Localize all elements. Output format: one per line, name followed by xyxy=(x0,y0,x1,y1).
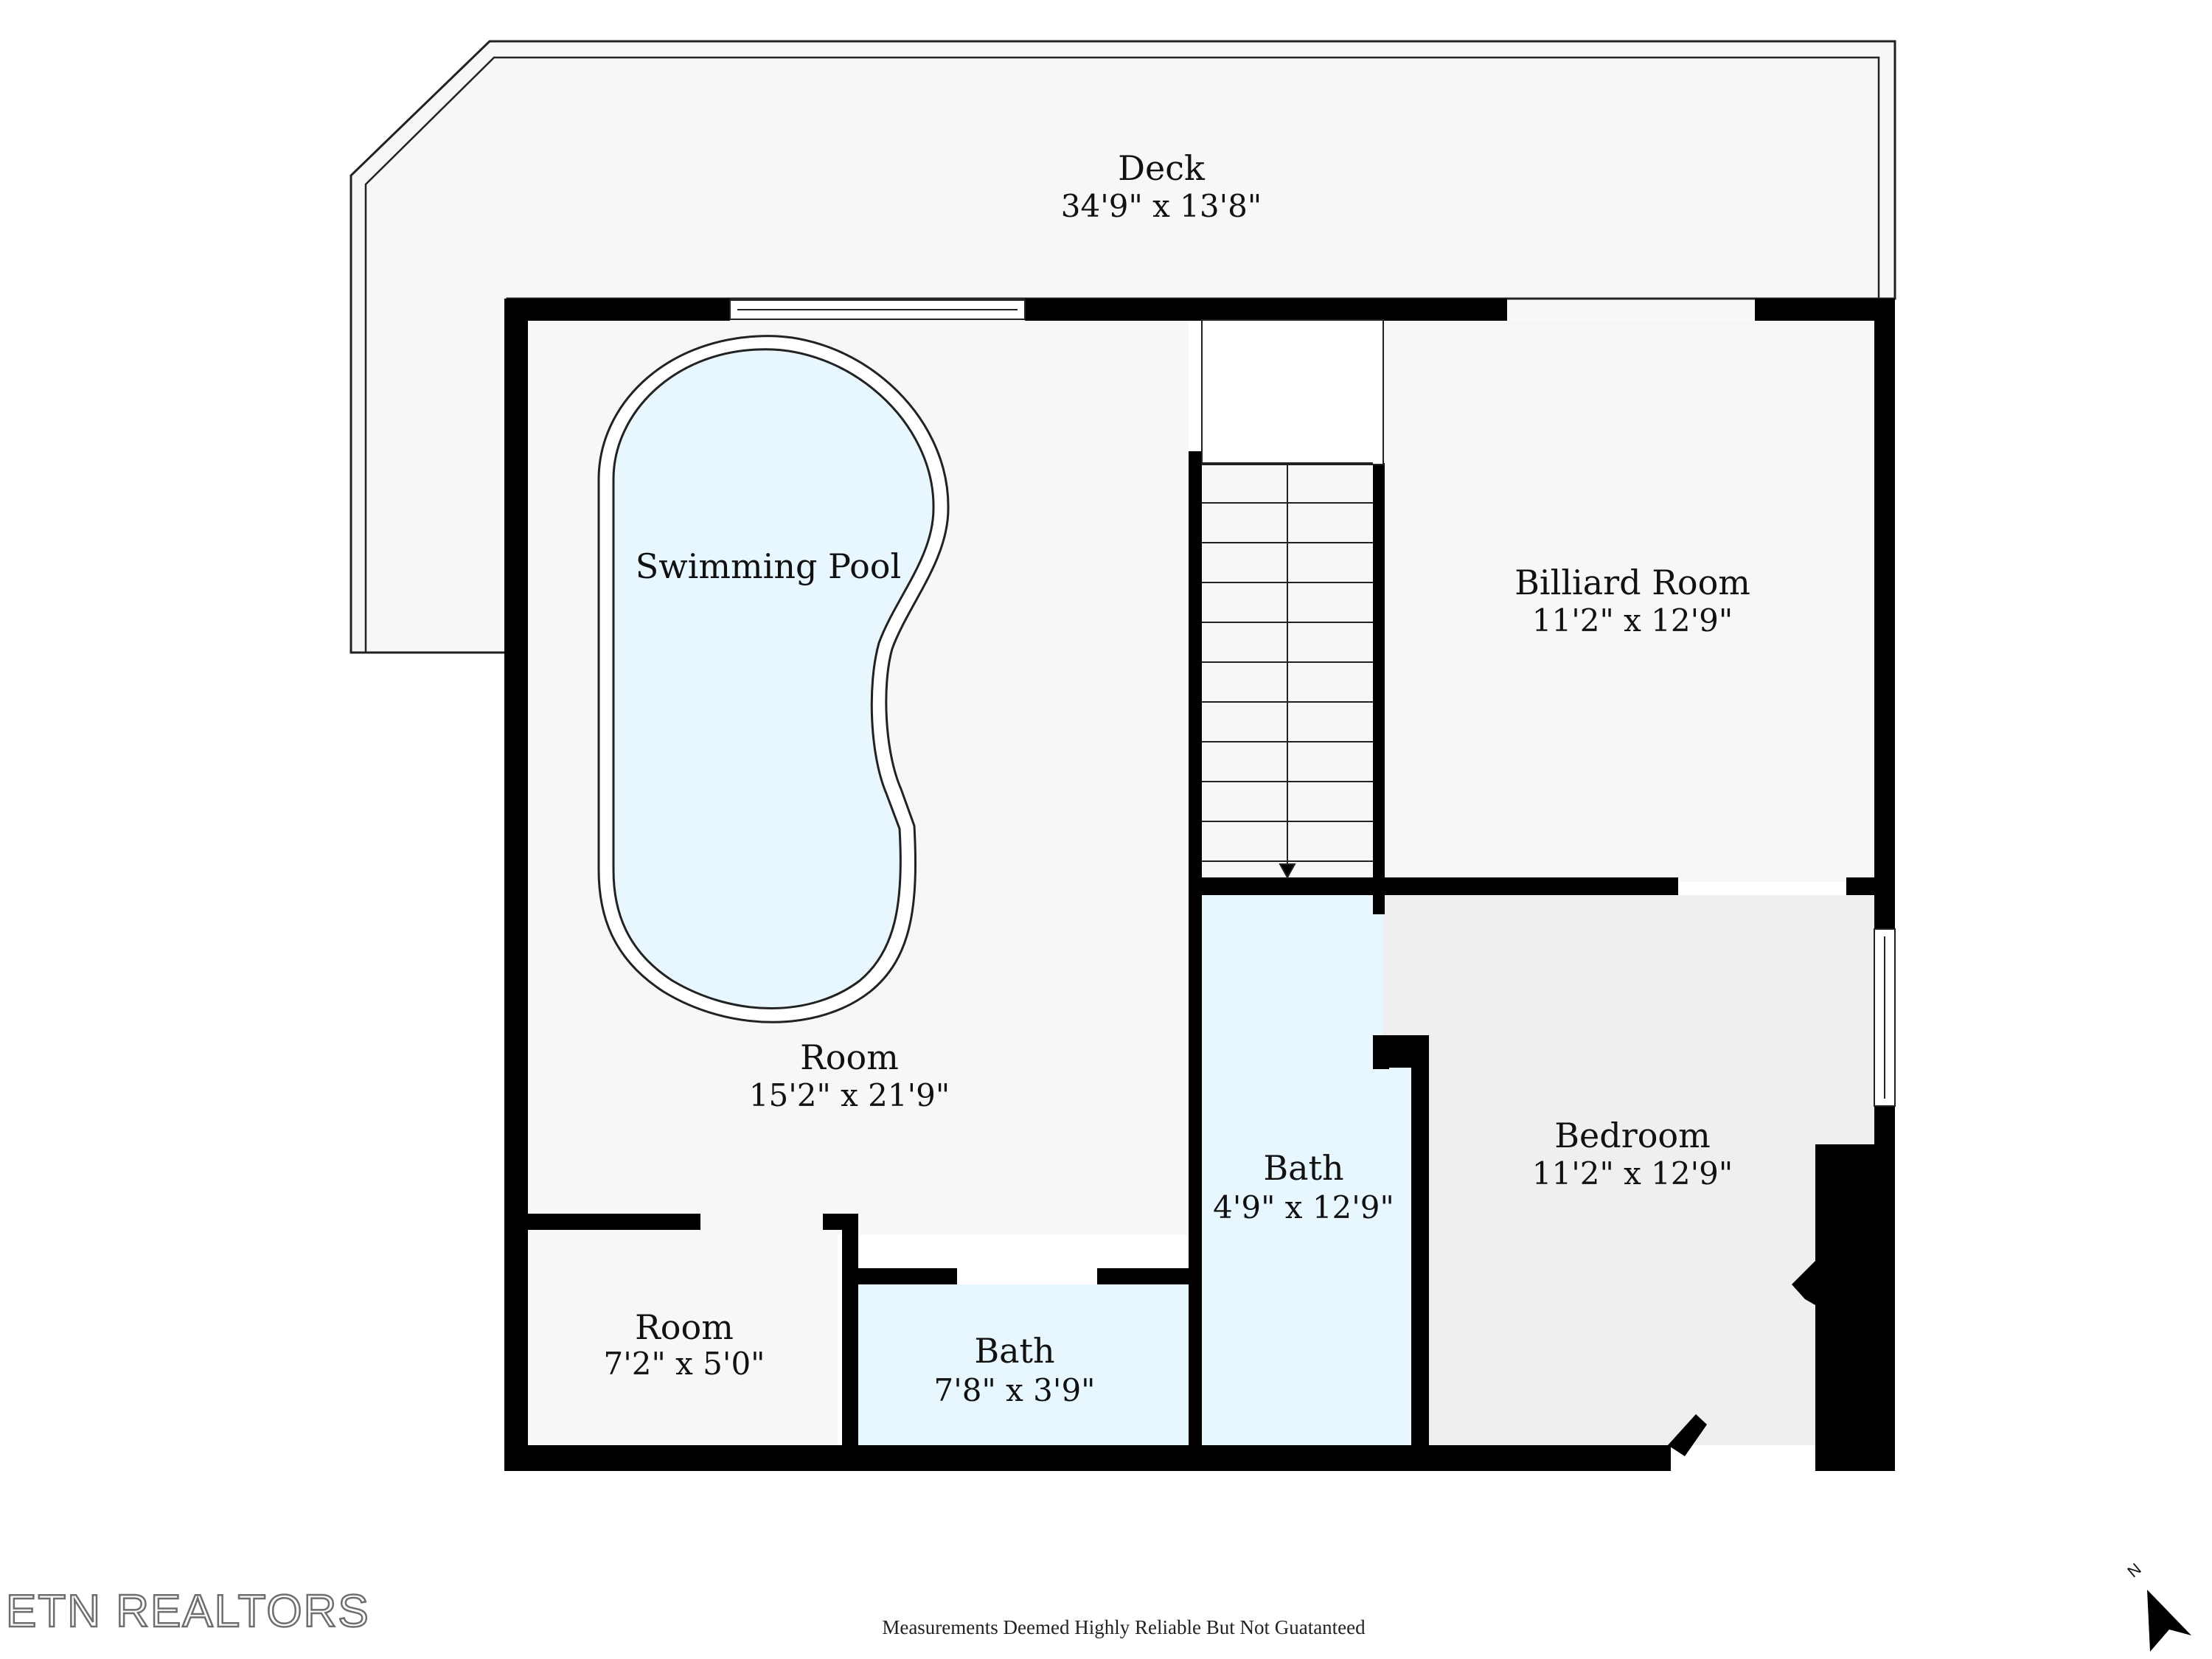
deck-label: Deck 34'9" x 13'8" xyxy=(1061,148,1262,224)
bath-center-dims: 4'9" x 12'9" xyxy=(1213,1189,1394,1225)
bedroom-name: Bedroom xyxy=(1554,1116,1710,1155)
small-room-dims: 7'2" x 5'0" xyxy=(603,1346,765,1382)
deck-dims: 34'9" x 13'8" xyxy=(1061,188,1262,224)
billiard-room-floor xyxy=(1383,320,1874,882)
billiard-room-name: Billiard Room xyxy=(1514,563,1750,602)
small-room-label: Room 7'2" x 5'0" xyxy=(603,1307,765,1382)
north-arrow-icon: N xyxy=(2124,1559,2191,1652)
north-label: N xyxy=(2124,1559,2144,1581)
bedroom-label: Bedroom 11'2" x 12'9" xyxy=(1532,1116,1733,1192)
billiard-room-label: Billiard Room 11'2" x 12'9" xyxy=(1514,563,1750,639)
windows xyxy=(729,299,1896,1107)
bath-center-floor xyxy=(1202,895,1416,1445)
small-room-floor xyxy=(528,1230,838,1445)
bath-small-name: Bath xyxy=(974,1331,1054,1371)
bath-small-floor xyxy=(858,1284,1189,1445)
bath-center-name: Bath xyxy=(1263,1148,1343,1188)
deck-name: Deck xyxy=(1118,148,1206,188)
stairs xyxy=(1201,319,1384,880)
bath-small-dims: 7'8" x 3'9" xyxy=(933,1372,1095,1408)
brand-logo: ETN REALTORS xyxy=(6,1586,370,1637)
main-room-label: Room 15'2" x 21'9" xyxy=(749,1037,950,1113)
billiard-room-dims: 11'2" x 12'9" xyxy=(1532,602,1733,639)
disclaimer: Measurements Deemed Highly Reliable But … xyxy=(882,1616,1366,1638)
bedroom-floor xyxy=(1383,895,1874,1445)
bath-center-label: Bath 4'9" x 12'9" xyxy=(1213,1148,1394,1225)
swimming-pool xyxy=(597,335,950,1023)
main-room-dims: 15'2" x 21'9" xyxy=(749,1077,950,1113)
walls xyxy=(504,299,1895,1471)
bath-small-label: Bath 7'8" x 3'9" xyxy=(933,1331,1095,1408)
main-room-name: Room xyxy=(800,1037,899,1077)
pool-name: Swimming Pool xyxy=(636,546,901,586)
bedroom-dims: 11'2" x 12'9" xyxy=(1532,1155,1733,1192)
small-room-name: Room xyxy=(635,1307,734,1347)
